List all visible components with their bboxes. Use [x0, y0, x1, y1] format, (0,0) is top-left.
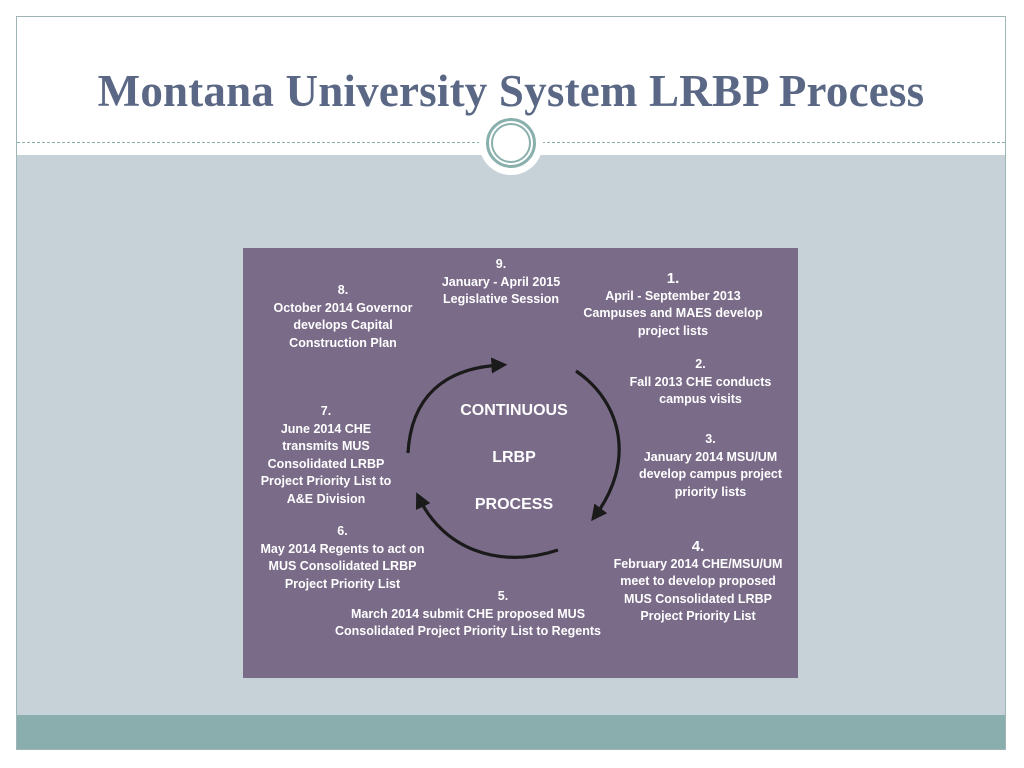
cycle-arrow-bottom — [415, 492, 559, 559]
step-8: 8. October 2014 Governor develops Capita… — [273, 282, 413, 352]
step-8-text: October 2014 Governor develops Capital C… — [273, 300, 413, 350]
step-7-number: 7. — [320, 404, 332, 418]
step-1: 1. April - September 2013 Campuses and M… — [573, 270, 773, 340]
step-3-number: 3. — [705, 432, 716, 446]
cycle-arrow-right — [575, 369, 621, 522]
step-5-text: March 2014 submit CHE proposed MUS Conso… — [334, 606, 601, 639]
step-5-number: 5. — [497, 589, 509, 603]
step-2-text: Fall 2013 CHE conducts campus visits — [629, 374, 772, 407]
step-2: 2. Fall 2013 CHE conducts campus visits — [613, 356, 788, 409]
lrbp-process-diagram: CONTINUOUS LRBP PROCESS 9. January - Apr… — [243, 248, 798, 678]
step-6-text: May 2014 Regents to act on MUS Consolida… — [260, 541, 425, 591]
step-3: 3. January 2014 MSU/UM develop campus pr… — [633, 431, 788, 501]
step-8-number: 8. — [337, 283, 349, 297]
step-9-text: January - April 2015 Legislative Session — [441, 274, 561, 307]
center-label-continuous: CONTINUOUS — [460, 402, 568, 419]
step-1-number: 1. — [666, 270, 680, 287]
step-6-number: 6. — [337, 524, 348, 538]
step-3-text: January 2014 MSU/UM develop campus proje… — [638, 449, 783, 499]
step-9-number: 9. — [495, 257, 507, 271]
cycle-arrows-graphic — [406, 357, 621, 559]
step-1-text: April - September 2013 Campuses and MAES… — [583, 288, 763, 338]
step-7-text: June 2014 CHE transmits MUS Consolidated… — [260, 421, 392, 506]
slide-title: Montana University System LRBP Process — [97, 66, 925, 116]
step-7: 7. June 2014 CHE transmits MUS Consolida… — [251, 403, 401, 508]
center-label-process: PROCESS — [474, 496, 554, 513]
footer-band — [17, 715, 1005, 749]
center-label-lrbp: LRBP — [492, 449, 536, 466]
step-5: 5. March 2014 submit CHE proposed MUS Co… — [318, 588, 618, 641]
step-4-number: 4. — [691, 538, 705, 555]
step-2-number: 2. — [695, 357, 706, 371]
cycle-arrow-top-left — [406, 357, 508, 454]
step-6: 6. May 2014 Regents to act on MUS Consol… — [255, 523, 430, 593]
step-4: 4. February 2014 CHE/MSU/UM meet to deve… — [613, 538, 783, 626]
step-9: 9. January - April 2015 Legislative Sess… — [436, 256, 566, 309]
circle-badge-inner-ring-icon — [491, 123, 531, 163]
step-4-text: February 2014 CHE/MSU/UM meet to develop… — [613, 556, 783, 624]
